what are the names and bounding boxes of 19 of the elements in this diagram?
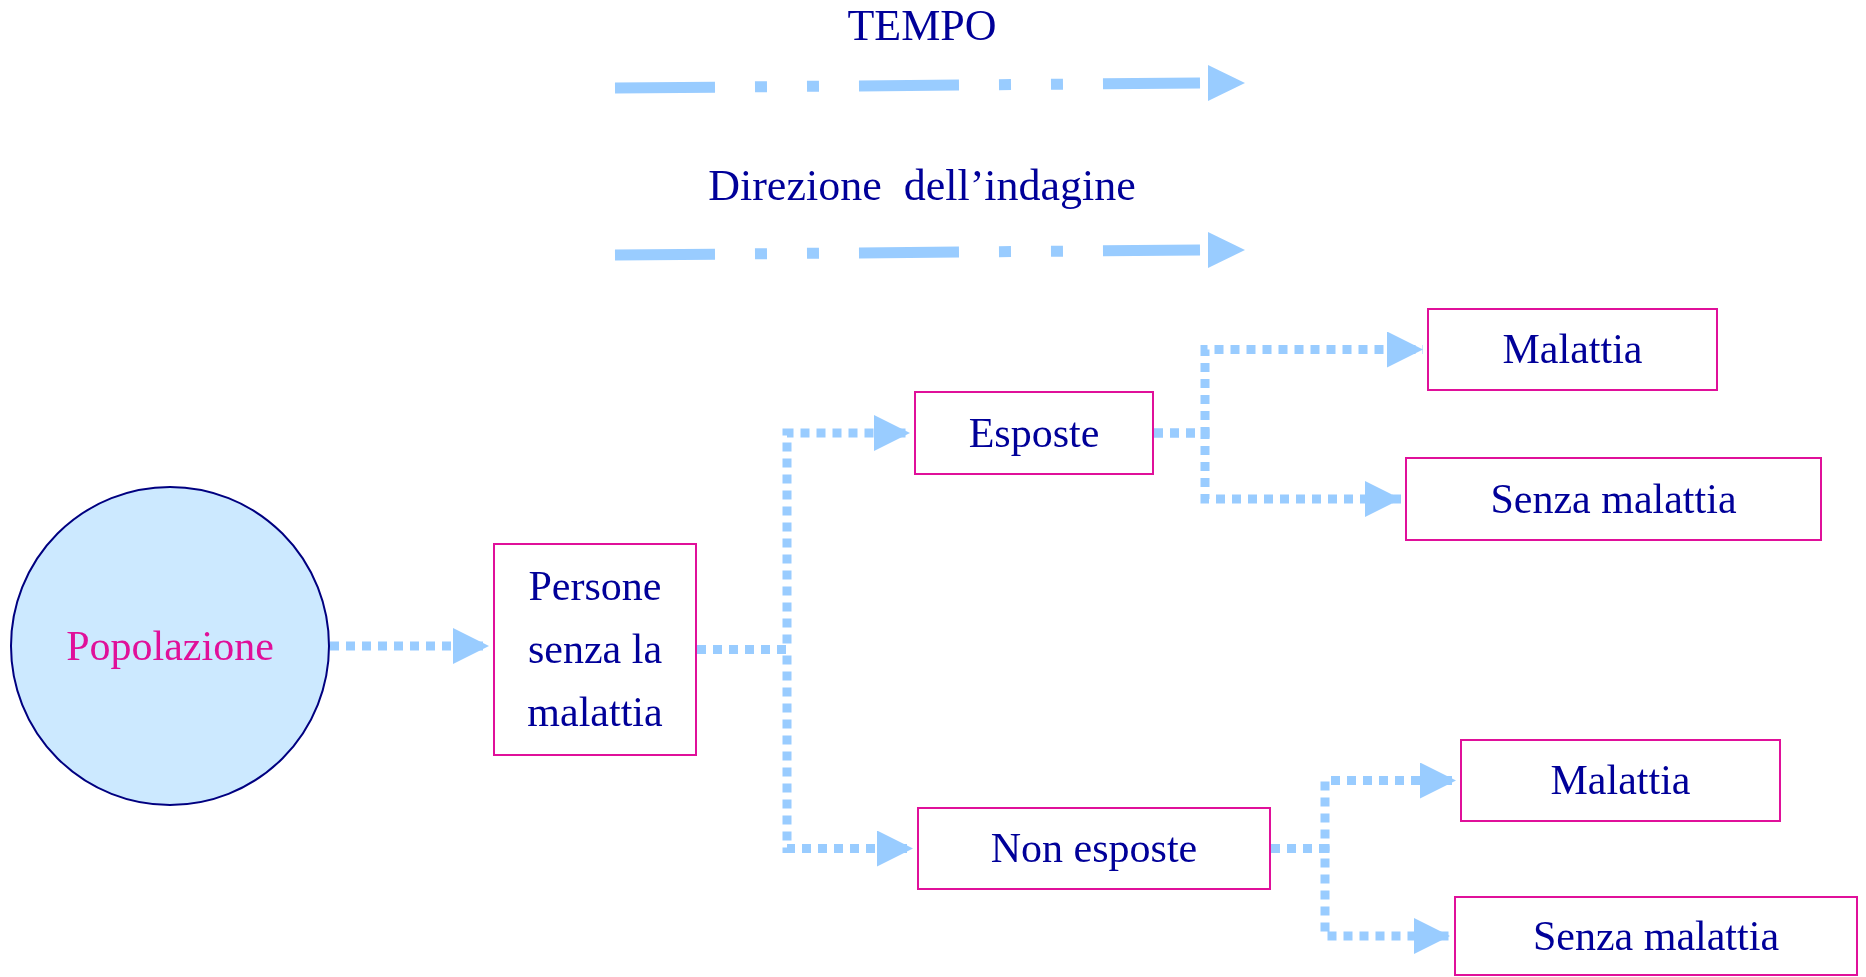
heading-text: TEMPO <box>847 0 997 51</box>
node-text: Malattia <box>1502 325 1643 374</box>
category-box <box>917 807 1271 890</box>
category-box <box>914 391 1154 475</box>
node-text: Popolazione <box>66 621 274 671</box>
category-box <box>1460 739 1781 822</box>
category-box <box>1405 457 1822 541</box>
arrow <box>330 628 489 664</box>
node-text: Senza malattia <box>1532 911 1780 961</box>
node-text: Persone senza la malattia <box>526 562 664 737</box>
category-box <box>1427 308 1718 391</box>
node-text: Non esposte <box>990 824 1198 873</box>
category-box <box>1454 896 1858 976</box>
node-text: Esposte <box>968 408 1100 458</box>
node-text: Malattia <box>1550 756 1691 805</box>
arrow <box>1154 428 1401 517</box>
category-box <box>493 543 697 756</box>
heading-text: Direzione dell’indagine <box>708 160 1136 211</box>
node-text: Senza malattia <box>1490 474 1737 524</box>
